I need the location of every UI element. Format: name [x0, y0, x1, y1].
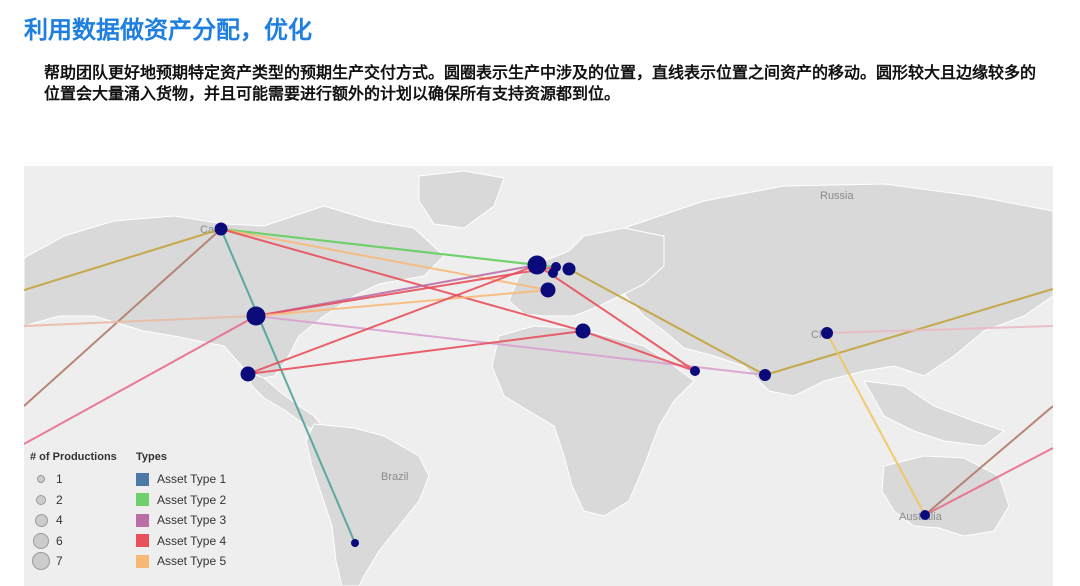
label-russia: Russia [820, 190, 855, 202]
location-dot-atlanta[interactable] [246, 306, 266, 326]
size-circle-icon [36, 494, 46, 505]
land-south-america [305, 423, 430, 586]
legend-type-item[interactable]: Asset Type 1 [136, 469, 276, 490]
color-swatch-icon [136, 472, 149, 486]
route-line-atlanta-to-edge-west-4[interactable] [24, 315, 257, 445]
size-circle-icon [34, 513, 48, 527]
label-brazil: Brazil [381, 471, 409, 483]
location-dot-buenos-aires[interactable] [351, 539, 359, 547]
route-line-prague-to-mumbai[interactable] [568, 268, 766, 376]
page-title: 利用数据做资产分配，优化 [24, 16, 312, 44]
route-line-atlanta-to-edge-west-3[interactable] [24, 315, 257, 327]
legend-type-label: Asset Type 3 [157, 513, 227, 528]
legend-type-label: Asset Type 4 [157, 533, 227, 548]
legend-size-item: 4 [30, 510, 130, 531]
page-description: 帮助团队更好地预期特定资产类型的预期生产交付方式。圆圈表示生产中涉及的位置，直线… [44, 63, 1037, 103]
legend-type-label: Asset Type 5 [157, 554, 227, 569]
route-line-malta-to-abu-dhabi[interactable] [582, 330, 696, 372]
route-line-vancouver-to-edge-west-1[interactable] [24, 228, 222, 291]
legend-type-label: Asset Type 1 [157, 472, 227, 487]
legend-size-label: 6 [56, 533, 63, 548]
location-dot-sydney[interactable] [920, 510, 930, 520]
routes-layer [24, 228, 1053, 544]
route-line-sydney-to-edge-east-4[interactable] [924, 447, 1053, 516]
label-china: Cl [811, 329, 821, 341]
legend-type-item[interactable]: Asset Type 2 [136, 490, 276, 511]
location-dot-brussels[interactable] [548, 268, 558, 278]
route-line-atlanta-to-amsterdam[interactable] [255, 266, 557, 317]
legend-size-label: 4 [56, 513, 63, 528]
legend-size-item: 7 [30, 551, 130, 572]
route-line-beijing-to-sydney[interactable] [826, 332, 926, 516]
land-australia [881, 455, 1010, 537]
land-greenland [418, 170, 505, 229]
location-dot-mumbai[interactable] [759, 369, 771, 381]
legend-size-item: 6 [30, 531, 130, 552]
map-panel[interactable]: Russia Brazil Australia Ca Cl # of Produ… [24, 166, 1053, 586]
legend-size-item: 1 [30, 469, 130, 490]
route-line-atlanta-to-madrid[interactable] [255, 289, 549, 317]
route-line-mumbai-to-edge-east-1[interactable] [764, 288, 1053, 376]
location-dot-madrid[interactable] [540, 282, 556, 298]
route-line-mexico-city-to-london[interactable] [247, 264, 538, 375]
route-line-vancouver-to-malta[interactable] [220, 228, 584, 332]
locations-layer [214, 222, 930, 547]
land-layer [24, 170, 1053, 586]
size-circle-icon [32, 552, 50, 571]
location-dot-beijing[interactable] [821, 327, 833, 339]
legend-type-item[interactable]: Asset Type 4 [136, 531, 276, 552]
world-map[interactable]: Russia Brazil Australia Ca Cl [24, 166, 1053, 586]
route-line-beijing-to-edge-east-2[interactable] [826, 325, 1053, 334]
legend-size-title: # of Productions [30, 451, 117, 463]
route-line-vancouver-to-buenos-aires[interactable] [220, 228, 356, 544]
size-circle-icon [37, 475, 45, 484]
size-circle-icon [33, 532, 49, 549]
land-africa [491, 325, 695, 517]
route-line-vancouver-to-amsterdam[interactable] [220, 228, 557, 268]
route-line-sydney-to-edge-east-3[interactable] [924, 405, 1053, 516]
legend-size-label: 1 [56, 472, 63, 487]
route-line-vancouver-to-edge-west-2[interactable] [24, 228, 222, 407]
color-swatch-icon [136, 513, 149, 527]
color-swatch-icon [136, 534, 149, 548]
legend-type-label: Asset Type 2 [157, 492, 227, 507]
legend-size-item: 2 [30, 490, 130, 511]
land-southeast-asia [863, 380, 1006, 447]
route-line-vancouver-to-madrid[interactable] [220, 228, 549, 291]
color-swatch-icon [136, 554, 149, 568]
location-dot-malta[interactable] [575, 323, 591, 339]
route-line-mexico-city-to-malta[interactable] [247, 330, 584, 375]
legend-type-list: Asset Type 1 Asset Type 2 Asset Type 3 A… [136, 469, 276, 572]
legend-type-title: Types [136, 451, 167, 463]
location-dot-abu-dhabi[interactable] [690, 366, 700, 376]
location-dot-prague[interactable] [562, 262, 576, 276]
legend-size-label: 7 [56, 554, 63, 569]
land-asia [622, 183, 1053, 397]
land-north-america [24, 205, 445, 379]
route-line-london-to-abu-dhabi[interactable] [536, 264, 696, 372]
location-dot-london[interactable] [527, 255, 547, 275]
location-dot-vancouver[interactable] [214, 222, 228, 236]
location-dot-mexico-city[interactable] [240, 366, 256, 382]
legend-type-item[interactable]: Asset Type 3 [136, 510, 276, 531]
legend-size-list: 1 2 4 6 7 [30, 469, 130, 572]
legend-size-label: 2 [56, 492, 63, 507]
legend-type-item[interactable]: Asset Type 5 [136, 551, 276, 572]
color-swatch-icon [136, 493, 149, 507]
